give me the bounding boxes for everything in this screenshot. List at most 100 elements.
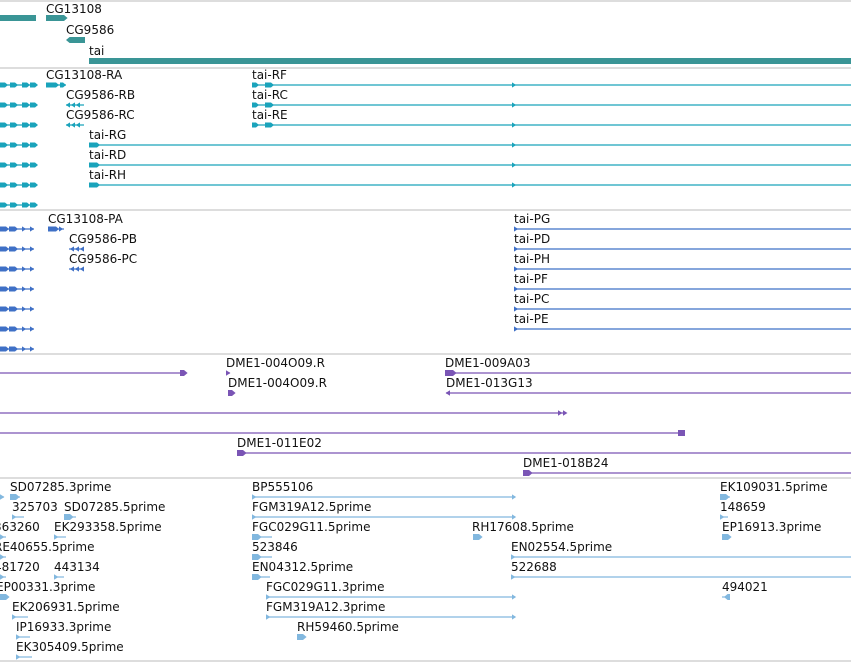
strand-arrow-right bbox=[22, 306, 27, 312]
feature-label[interactable]: tai-PH bbox=[514, 252, 550, 266]
feature-label[interactable]: tai-RH bbox=[89, 168, 126, 182]
exon-block bbox=[30, 82, 38, 88]
feature-label[interactable]: SD07285.5prime bbox=[64, 500, 165, 514]
feature-label[interactable]: BP555106 bbox=[252, 480, 313, 494]
feature-label[interactable]: 494021 bbox=[722, 580, 768, 594]
feature-label[interactable]: 148659 bbox=[720, 500, 766, 514]
exon-block bbox=[46, 15, 68, 21]
feature-label[interactable]: DME1-009A03 bbox=[445, 356, 531, 370]
strand-arrow-right bbox=[563, 410, 568, 416]
feature-label[interactable]: DME1-011E02 bbox=[237, 436, 322, 450]
strand-arrow-right bbox=[226, 370, 231, 376]
feature-label[interactable]: IP16933.3prime bbox=[16, 620, 111, 634]
exon-block bbox=[252, 122, 259, 128]
exon-block bbox=[10, 122, 18, 128]
feature-label[interactable]: EK109031.5prime bbox=[720, 480, 828, 494]
strand-arrow-left bbox=[70, 102, 75, 108]
feature-label[interactable]: tai-PC bbox=[514, 292, 549, 306]
clone-block bbox=[678, 430, 685, 436]
exon-block bbox=[0, 82, 8, 88]
feature-label[interactable]: 523846 bbox=[252, 540, 298, 554]
feature-label[interactable]: CG9586-RC bbox=[66, 108, 135, 122]
feature-label[interactable]: tai-RC bbox=[252, 88, 288, 102]
feature-label[interactable]: CG9586-RB bbox=[66, 88, 135, 102]
strand-arrow-right bbox=[514, 326, 519, 332]
strand-arrow-right bbox=[720, 514, 725, 520]
feature-label[interactable]: FGM319A12.5prime bbox=[252, 500, 371, 514]
strand-arrow-right bbox=[22, 246, 27, 252]
exon-block bbox=[10, 494, 20, 500]
strand-arrow-right bbox=[22, 346, 27, 352]
feature-label[interactable]: 363260 bbox=[0, 520, 40, 534]
feature-label[interactable]: tai-PG bbox=[514, 212, 550, 226]
strand-arrow-left bbox=[79, 266, 84, 272]
feature-label[interactable]: DME1-004O09.R bbox=[228, 376, 327, 390]
strand-arrow-right bbox=[512, 142, 517, 148]
feature-label[interactable]: EP16913.3prime bbox=[722, 520, 821, 534]
feature-label[interactable]: FGM319A12.3prime bbox=[266, 600, 385, 614]
feature-label[interactable]: EK293358.5prime bbox=[54, 520, 162, 534]
exon-block bbox=[30, 102, 38, 108]
exon-block bbox=[10, 142, 18, 148]
exon-block bbox=[252, 554, 262, 560]
exon-block bbox=[9, 246, 18, 252]
feature-label[interactable]: DME1-004O09.R bbox=[226, 356, 325, 370]
exon-block bbox=[0, 594, 10, 600]
feature-label[interactable]: CG9586-PC bbox=[69, 252, 137, 266]
feature-label[interactable]: tai-PE bbox=[514, 312, 549, 326]
feature-label[interactable]: tai-RF bbox=[252, 68, 287, 82]
feature-label[interactable]: tai-PF bbox=[514, 272, 548, 286]
exon-block bbox=[0, 326, 9, 332]
feature-label[interactable]: EP00331.3prime bbox=[0, 580, 95, 594]
feature-label[interactable]: CG13108-RA bbox=[46, 68, 123, 82]
feature-label[interactable]: tai-PD bbox=[514, 232, 550, 246]
strand-arrow-right bbox=[266, 594, 271, 600]
feature-label[interactable]: RH59460.5prime bbox=[297, 620, 399, 634]
feature-label[interactable]: tai-RG bbox=[89, 128, 126, 142]
feature-label[interactable]: 325703 bbox=[12, 500, 58, 514]
exon-block bbox=[22, 202, 30, 208]
exon-block bbox=[523, 470, 533, 476]
feature-label[interactable]: RE40655.5prime bbox=[0, 540, 95, 554]
exon-block bbox=[46, 82, 59, 88]
feature-label[interactable]: tai-RE bbox=[252, 108, 288, 122]
exon-block bbox=[0, 122, 8, 128]
feature-label[interactable]: EN02554.5prime bbox=[511, 540, 612, 554]
exon-block bbox=[48, 226, 59, 232]
gene-block bbox=[0, 15, 36, 21]
feature-label[interactable]: FGC029G11.5prime bbox=[252, 520, 370, 534]
strand-arrow-right bbox=[512, 514, 517, 520]
feature-label[interactable]: tai-RD bbox=[89, 148, 126, 162]
strand-arrow-left bbox=[69, 266, 74, 272]
feature-label[interactable]: FGC029G11.3prime bbox=[266, 580, 384, 594]
strand-arrow-left bbox=[69, 246, 74, 252]
exon-block bbox=[0, 142, 8, 148]
feature-label[interactable]: CG13108 bbox=[46, 2, 102, 16]
feature-label[interactable]: 443134 bbox=[54, 560, 100, 574]
exon-block bbox=[297, 634, 307, 640]
feature-label[interactable]: 522688 bbox=[511, 560, 557, 574]
strand-arrow-right bbox=[54, 574, 59, 580]
feature-label[interactable]: tai bbox=[89, 44, 104, 58]
feature-label[interactable]: EK206931.5prime bbox=[12, 600, 120, 614]
feature-label[interactable]: EK305409.5prime bbox=[16, 640, 124, 654]
feature-label[interactable]: DME1-018B24 bbox=[523, 456, 609, 470]
feature-label[interactable]: CG9586-PB bbox=[69, 232, 137, 246]
feature-label[interactable]: CG9586 bbox=[66, 23, 114, 37]
exon-block bbox=[237, 450, 247, 456]
strand-arrow-left bbox=[65, 122, 70, 128]
strand-arrow-left bbox=[79, 246, 84, 252]
strand-arrow-right bbox=[514, 306, 519, 312]
feature-label[interactable]: DME1-013G13 bbox=[446, 376, 533, 390]
strand-arrow-right bbox=[59, 226, 64, 232]
feature-label[interactable]: RH17608.5prime bbox=[472, 520, 574, 534]
feature-label[interactable]: 481720 bbox=[0, 560, 40, 574]
feature-label[interactable]: EN04312.5prime bbox=[252, 560, 353, 574]
feature-label[interactable]: CG13108-PA bbox=[48, 212, 124, 226]
exon-block bbox=[89, 182, 100, 188]
exon-block bbox=[0, 202, 8, 208]
exon-block bbox=[22, 82, 30, 88]
exon-block bbox=[0, 286, 9, 292]
feature-label[interactable]: SD07285.3prime bbox=[10, 480, 111, 494]
exon-block bbox=[22, 182, 30, 188]
